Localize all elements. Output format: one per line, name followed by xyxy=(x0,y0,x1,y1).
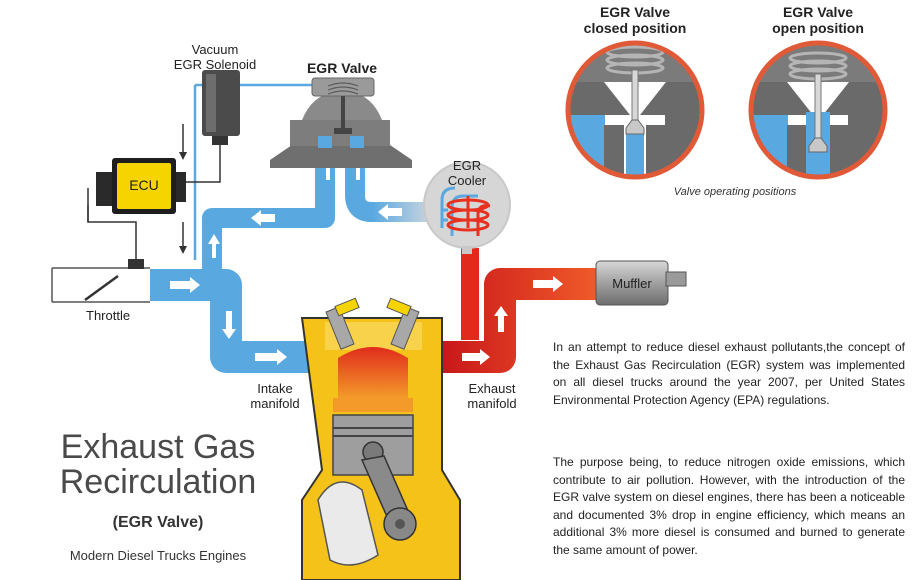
egr-valve xyxy=(270,77,412,168)
label-vacuum-solenoid: Vacuum EGR Solenoid xyxy=(173,42,257,72)
egr-cooler xyxy=(423,161,511,254)
main-title: Exhaust Gas Recirculation xyxy=(59,428,257,501)
vacuum-egr-solenoid xyxy=(179,70,312,260)
subtitle: (EGR Valve) xyxy=(112,514,204,531)
valve-closed-detail xyxy=(565,40,705,180)
label-muffler: Muffler xyxy=(612,276,652,291)
caption-valve-positions: Valve operating positions xyxy=(673,186,797,198)
label-ecu: ECU xyxy=(129,177,159,193)
valve-open-detail xyxy=(748,40,888,180)
label-egr-cooler: EGR Cooler xyxy=(447,158,487,188)
label-intake-manifold: Intake manifold xyxy=(250,381,300,411)
muffler xyxy=(595,260,687,306)
cooler-arrow xyxy=(462,296,476,318)
heading-open-position: EGR Valve open position xyxy=(772,4,864,36)
label-exhaust-manifold: Exhaust manifold xyxy=(467,381,517,411)
paragraph-purpose: The purpose being, to reduce nitrogen ox… xyxy=(553,455,905,557)
tagline: Modern Diesel Trucks Engines xyxy=(69,548,247,563)
paragraph-intro: In an attempt to reduce diesel exhaust p… xyxy=(553,340,905,407)
flow-arrows xyxy=(170,156,563,365)
throttle-body xyxy=(51,259,150,303)
engine-cylinder xyxy=(300,297,461,580)
label-throttle: Throttle xyxy=(86,308,131,323)
ecu-unit xyxy=(87,158,186,262)
heading-closed-position: EGR Valve closed position xyxy=(583,4,687,36)
label-egr-valve: EGR Valve xyxy=(306,60,378,76)
